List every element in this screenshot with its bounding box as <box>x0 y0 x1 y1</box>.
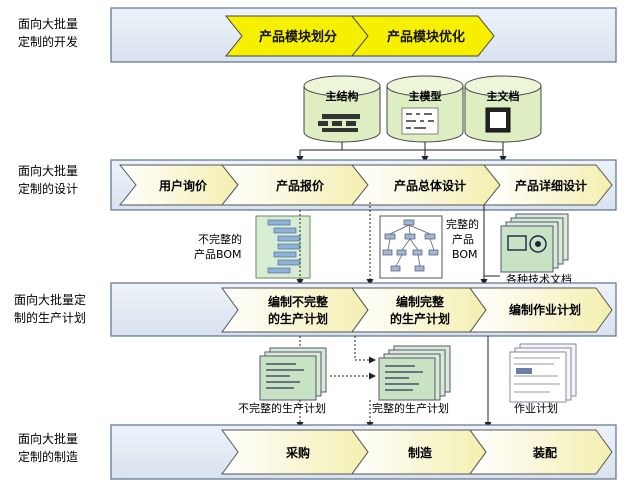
mfg-step-label: 采购 <box>285 445 310 460</box>
design-step-label: 产品总体设计 <box>394 178 466 193</box>
design-step-label: 用户询价 <box>158 178 208 193</box>
artifact-label: 完整的 <box>446 217 479 231</box>
row-label-line: 面向大批量 <box>18 431 78 446</box>
database-master-document: 主文档 <box>464 75 542 143</box>
database-connectors <box>296 142 507 163</box>
row-label-line: 定制的设计 <box>18 181 78 196</box>
artifact-label: 作业计划 <box>514 402 558 415</box>
planning-step-label: 编制作业计划 <box>508 302 581 317</box>
artifact-label: 不完整的生产计划 <box>238 401 326 415</box>
database-master-structure: 主结构 <box>303 75 381 143</box>
dev-step-label: 产品模块划分 <box>259 29 337 45</box>
design-chevron-4 <box>482 164 613 206</box>
artifact-label: 产品 <box>452 232 474 246</box>
bom-network-icon <box>382 219 439 272</box>
mfg-chevron-3 <box>469 429 613 475</box>
mfg-step-label: 装配 <box>532 445 557 460</box>
row-label-line: 制的生产计划 <box>14 310 86 325</box>
model-parts-icon <box>401 107 439 135</box>
row-label-line: 面向大批量 <box>18 163 78 178</box>
design-step-label: 产品详细设计 <box>515 178 587 193</box>
structure-tree-icon <box>318 114 360 132</box>
row-label-line: 面向大批量定 <box>14 292 86 307</box>
dev-step-label: 产品模块优化 <box>387 29 465 45</box>
artifact-label: 完整的生产计划 <box>372 401 449 415</box>
planning-to-mfg-connectors <box>296 336 492 429</box>
mfg-step-label: 制造 <box>408 445 433 460</box>
planning-chevron-3 <box>469 287 613 333</box>
design-step-label: 产品报价 <box>276 178 325 193</box>
database-label: 主文档 <box>487 89 520 103</box>
row-label-line: 面向大批量 <box>18 16 78 31</box>
row-label-design: 面向大批量 定制的设计 <box>18 163 78 196</box>
complete-bom-artifact: 完整的 产品 BOM <box>379 215 479 279</box>
row-label-line: 定制的开发 <box>18 34 78 49</box>
planning-step-label: 的生产计划 <box>390 311 450 326</box>
work-plan-artifact: 作业计划 <box>509 343 577 415</box>
planning-step-label: 的生产计划 <box>268 311 328 326</box>
artifact-label: BOM <box>452 248 478 261</box>
artifact-label: 不完整的 <box>198 232 242 246</box>
row-label-planning: 面向大批量定 制的生产计划 <box>14 292 86 325</box>
row-label-line: 定制的制造 <box>18 449 78 464</box>
incomplete-plan-artifact: 不完整的生产计划 <box>238 347 327 415</box>
planning-step-label: 编制完整 <box>395 294 444 309</box>
row-label-manufacturing: 面向大批量 定制的制造 <box>18 431 78 464</box>
complete-plan-artifact: 完整的生产计划 <box>372 345 451 415</box>
row-label-development: 面向大批量 定制的开发 <box>18 16 78 49</box>
technical-documents-artifact: 各种技术文档 <box>500 213 572 286</box>
artifact-label: 产品BOM <box>194 247 242 261</box>
database-master-model: 主模型 <box>386 75 464 143</box>
bom-tree-icon <box>267 219 301 274</box>
planning-step-label: 编制不完整 <box>267 294 328 309</box>
incomplete-bom-artifact: 不完整的 产品BOM <box>194 215 311 279</box>
database-label: 主结构 <box>326 89 359 103</box>
dev-chevron-2 <box>350 15 495 57</box>
design-to-planning-connectors <box>296 202 500 286</box>
database-label: 主模型 <box>409 89 442 103</box>
drawing-icon <box>507 235 547 253</box>
document-icon <box>485 107 511 133</box>
